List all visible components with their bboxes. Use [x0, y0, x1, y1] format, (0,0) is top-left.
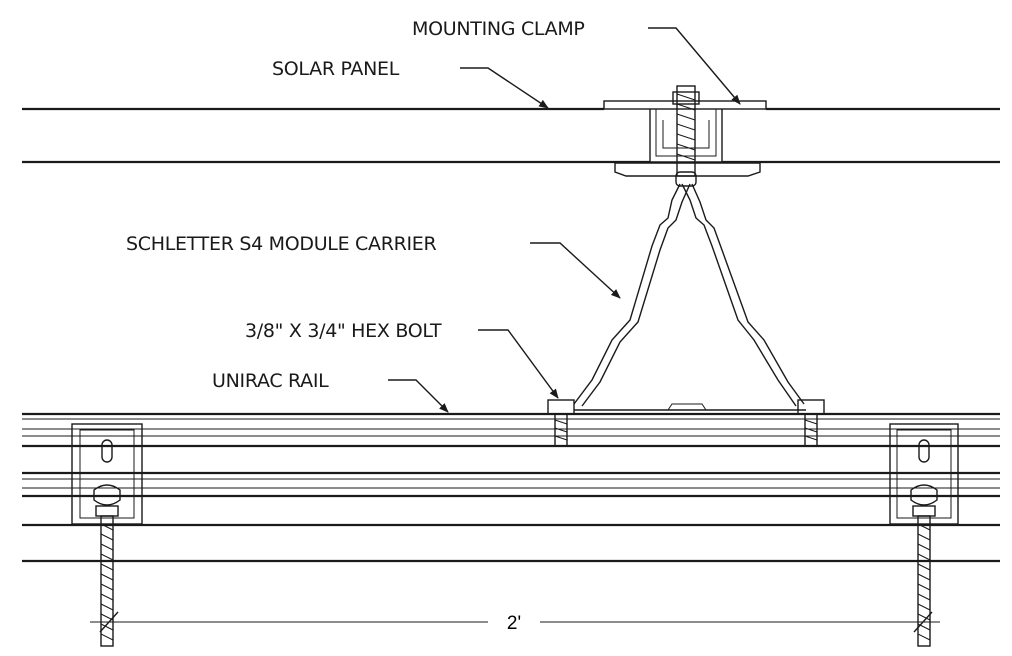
solar-panel [22, 107, 1000, 164]
label-solar-panel: SOLAR PANEL [272, 58, 400, 80]
mounting-clamp [603, 85, 767, 187]
label-module-carrier: SCHLETTER S4 MODULE CARRIER [126, 233, 437, 255]
label-mounting-clamp: MOUNTING CLAMP [412, 18, 585, 40]
hex-bolt-right [797, 399, 825, 447]
dimension-line: 2' [90, 611, 940, 634]
dimension-value: 2' [507, 613, 521, 634]
l-foot-right [889, 423, 959, 647]
hex-bolt-left [547, 399, 575, 447]
unirac-rail [22, 412, 1000, 563]
label-unirac-rail: UNIRAC RAIL [212, 370, 329, 392]
leaders [388, 27, 741, 413]
module-carrier [573, 183, 806, 411]
label-hex-bolt: 3/8" X 3/4" HEX BOLT [245, 320, 442, 342]
l-foot-left [71, 423, 143, 647]
